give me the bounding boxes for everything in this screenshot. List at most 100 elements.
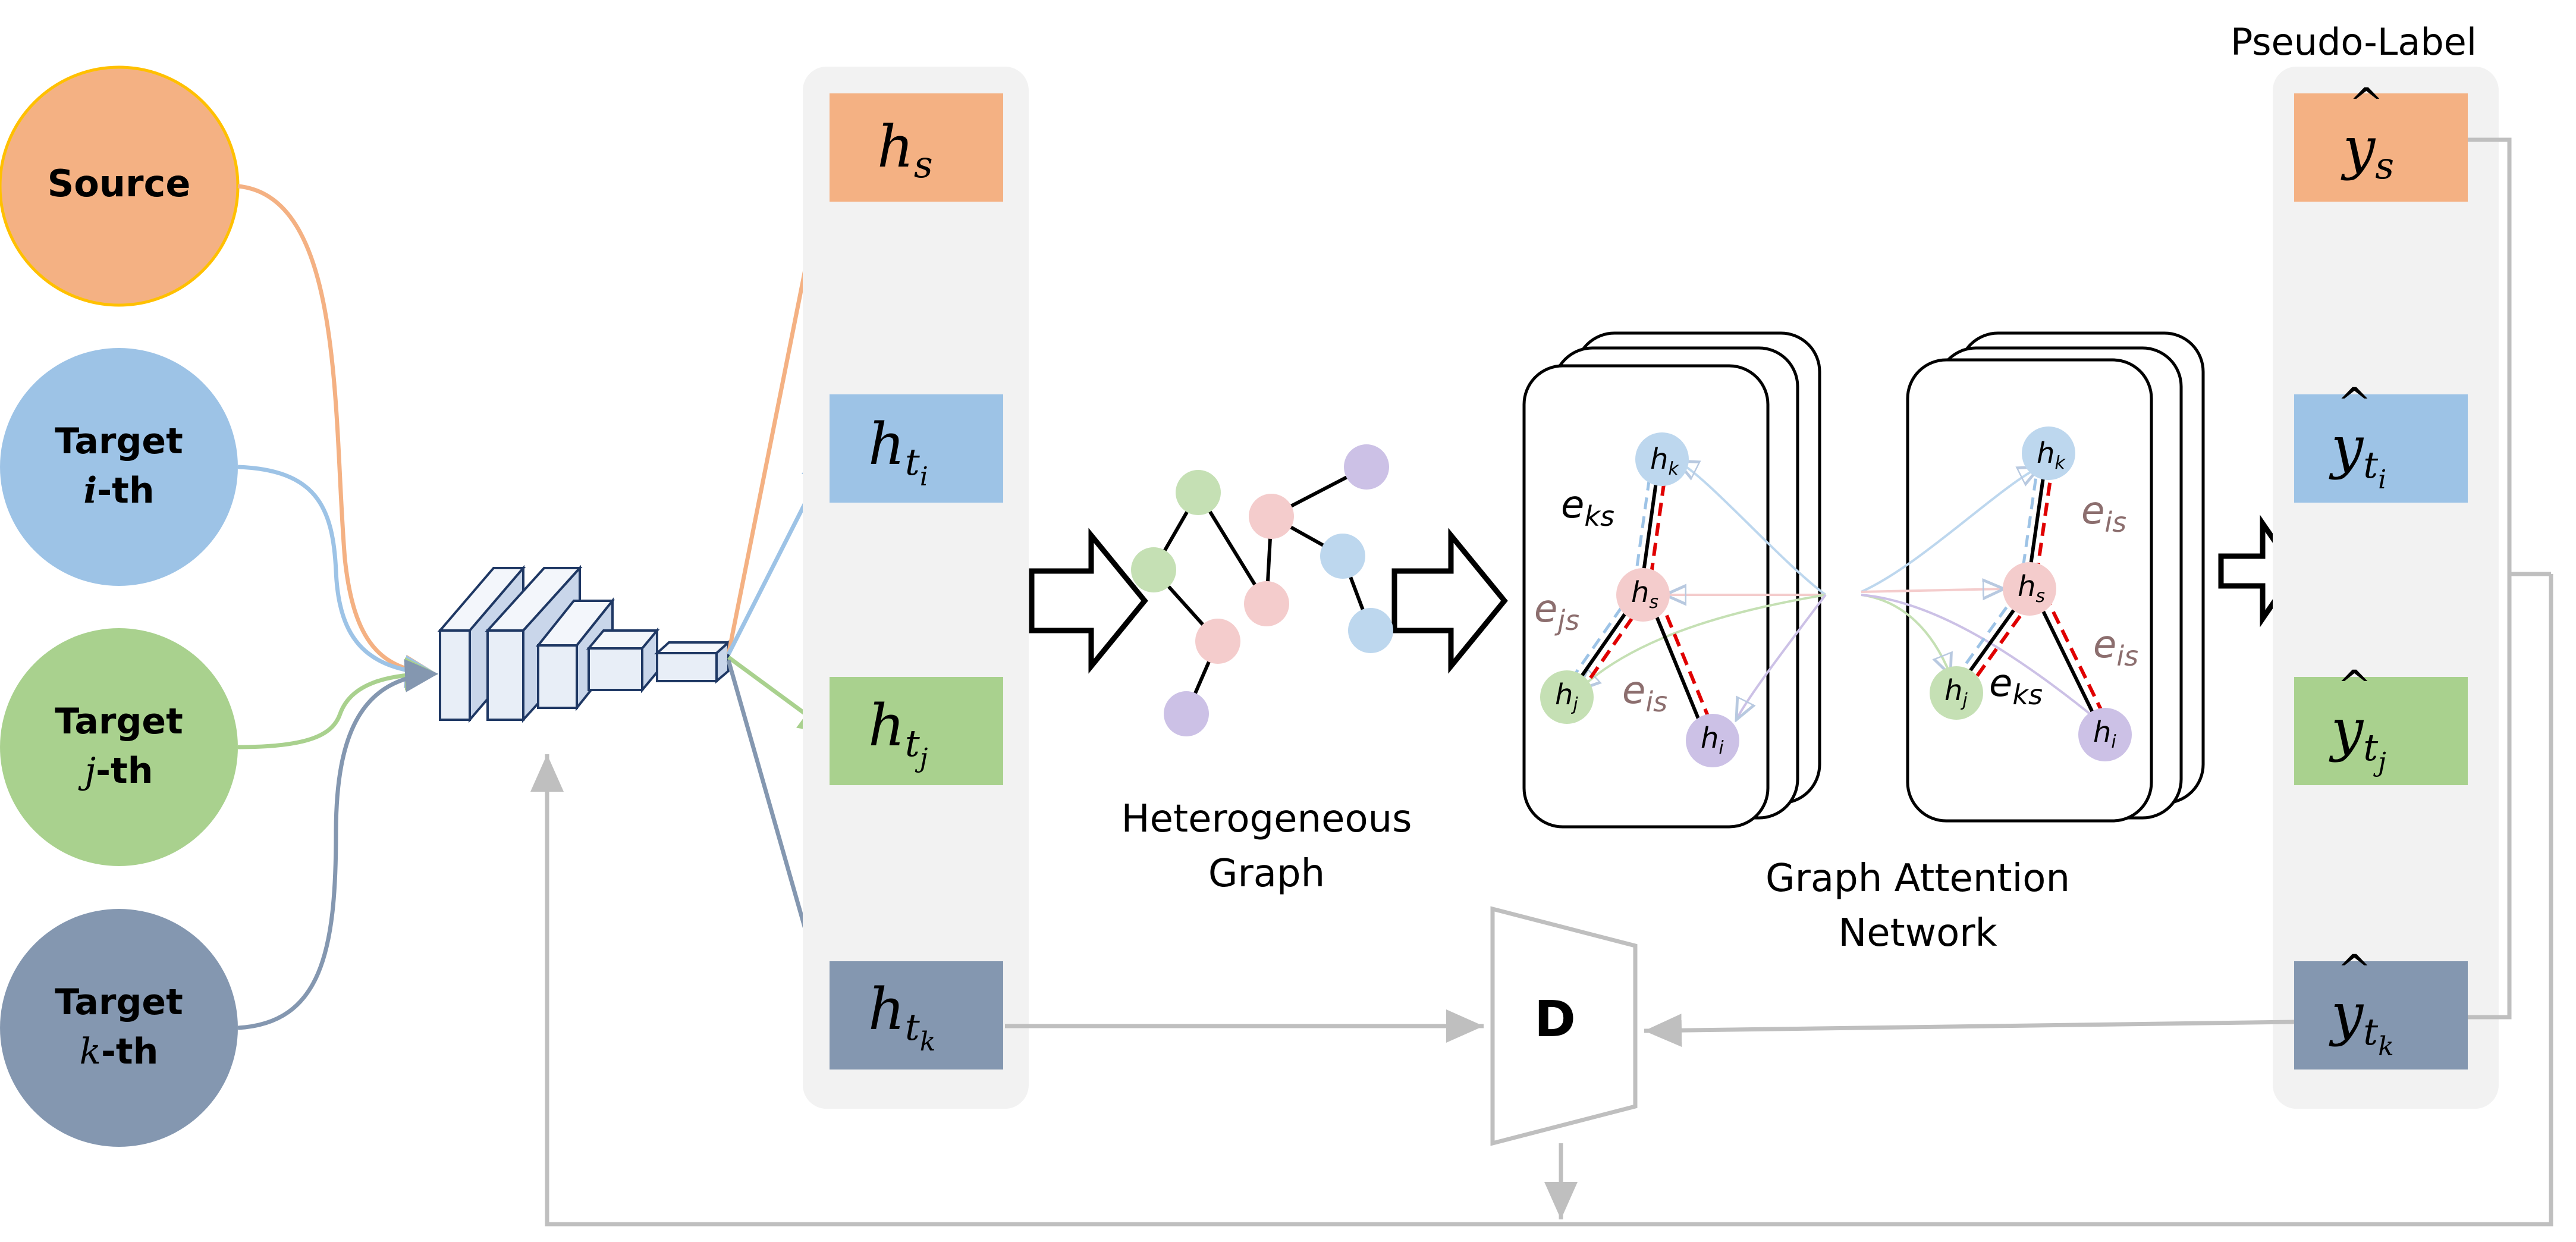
output-y-tj: ytj ^: [2294, 661, 2468, 785]
svg-text:hs: hs: [2018, 570, 2045, 607]
target-i-line2: i-th: [83, 470, 154, 512]
gat1-node-labels: hk hs hj hi: [1555, 443, 1724, 758]
h-s-label: hs: [877, 114, 933, 186]
svg-text:hi: hi: [1701, 722, 1724, 758]
source-connector: [237, 184, 438, 688]
gat-label-line2: Network: [1838, 911, 1997, 955]
h-tk-box: [830, 961, 1003, 1070]
svg-text:eks: eks: [1561, 483, 1614, 532]
graph-label-line2: Graph: [1208, 852, 1325, 896]
target-i-line1: Target: [55, 421, 183, 462]
output-y-tk: ytk ^: [2294, 946, 2468, 1070]
y-tj-box: [2294, 677, 2468, 785]
encoder-icon: [437, 564, 732, 723]
svg-text:hj: hj: [1555, 678, 1578, 715]
target-k-line1: Target: [55, 981, 183, 1023]
discriminator: D: [1005, 906, 2295, 1219]
h-tj-label: htj: [868, 692, 928, 773]
gat2-node-s: [2003, 562, 2056, 616]
gat1-node-i: [1686, 714, 1739, 767]
feature-h-s: hs: [830, 93, 1003, 202]
target-i-connector: [237, 465, 438, 689]
target-k-connector: [237, 658, 438, 1030]
svg-text:eis: eis: [2081, 489, 2126, 538]
y-s-box: [2294, 93, 2468, 202]
graph-node: [1249, 494, 1294, 539]
gat1-node-s: [1616, 568, 1670, 622]
discriminator-label: D: [1534, 990, 1576, 1048]
heterogeneous-graph: Heterogeneous Graph: [1121, 444, 1412, 896]
target-k-suffix: -th: [101, 1031, 158, 1072]
input-source: Source: [0, 65, 240, 307]
gat-layer-2: hk hs hj hi eis eis eks: [1861, 331, 2205, 823]
graph-node: [1195, 619, 1240, 664]
target-k-line2: k-th: [80, 1031, 159, 1072]
graph-node: [1344, 444, 1389, 490]
svg-text:eis: eis: [2093, 623, 2138, 672]
input-target-k: Target k-th: [0, 909, 238, 1147]
gat2-edge-labels: eis eis eks: [1989, 489, 2138, 711]
gat2-node-labels: hk hs hj hi: [1944, 437, 2116, 752]
target-k-index: k: [80, 1031, 101, 1072]
h-ti-label: hti: [868, 411, 928, 492]
svg-text:hs: hs: [1631, 576, 1658, 613]
graph-node: [1320, 534, 1365, 579]
feature-h-tk: htk: [830, 961, 1003, 1070]
y-s-hat: ^: [2349, 79, 2384, 128]
pseudo-label-panel: [2273, 67, 2499, 1109]
gat1-node-k: [1635, 432, 1689, 486]
target-i-circle: [0, 348, 238, 586]
discriminator-shape: [1490, 906, 1638, 1146]
svg-text:hi: hi: [2093, 716, 2116, 752]
feature-h-ti: hti: [830, 394, 1003, 503]
gat-layer-1: hk hs hj hi eks ejs eis: [1522, 331, 1827, 829]
y-tk-box: [2294, 961, 2468, 1070]
graph-node: [1244, 581, 1289, 626]
gat1-node-j: [1540, 670, 1594, 724]
target-k-circle: [0, 909, 238, 1147]
graph-node: [1348, 608, 1393, 653]
svg-text:eis: eis: [1622, 669, 1667, 718]
source-label: Source: [48, 162, 191, 205]
y-tk-hat: ^: [2337, 946, 2372, 995]
h-s-box: [830, 93, 1003, 202]
arrow-to-graph-icon: [1029, 528, 1148, 674]
svg-text:hk: hk: [2037, 437, 2066, 473]
target-j-suffix: -th: [96, 750, 153, 792]
feature-panel: [803, 67, 1029, 1109]
target-i-index: i: [83, 470, 97, 512]
y-tk-label: ytk: [2329, 981, 2394, 1062]
pseudo-label-title: Pseudo-Label: [2231, 20, 2477, 64]
gat1-pale-connections: [1579, 461, 1827, 720]
y-ti-label: yti: [2329, 414, 2386, 495]
input-target-j: Target j-th: [0, 628, 238, 866]
feature-h-tj: htj: [830, 677, 1003, 785]
svg-text:eks: eks: [1989, 661, 2043, 711]
y-ti-hat: ^: [2337, 379, 2372, 428]
svg-text:ejs: ejs: [1534, 587, 1579, 636]
output-y-s: ys ^: [2294, 79, 2468, 202]
graph-node: [1176, 470, 1221, 515]
gat-label-line1: Graph Attention: [1765, 857, 2070, 901]
graph-node: [1131, 547, 1176, 592]
target-j-line2: j-th: [78, 750, 153, 792]
input-target-i: Target i-th: [0, 348, 238, 586]
y-tj-hat: ^: [2337, 661, 2372, 710]
y-s-label: ys: [2341, 115, 2394, 187]
target-j-line1: Target: [55, 701, 183, 742]
h-ti-box: [830, 394, 1003, 503]
h-tk-label: htk: [868, 976, 935, 1057]
target-j-connector: [237, 657, 438, 749]
target-j-circle: [0, 628, 238, 866]
target-i-suffix: -th: [97, 470, 154, 512]
arrow-to-gat-icon: [1391, 528, 1508, 674]
input-connectors: [237, 184, 438, 1030]
gat1-edge-labels: eks ejs eis: [1534, 483, 1667, 718]
y-ti-box: [2294, 394, 2468, 503]
gat2-node-i: [2078, 708, 2132, 761]
pseudo-label-bracket: [530, 137, 2553, 1227]
feedback-loop-arrow: [530, 574, 2553, 1227]
ytk-to-d-arrow: [1644, 1014, 2295, 1047]
h-tj-box: [830, 677, 1003, 785]
